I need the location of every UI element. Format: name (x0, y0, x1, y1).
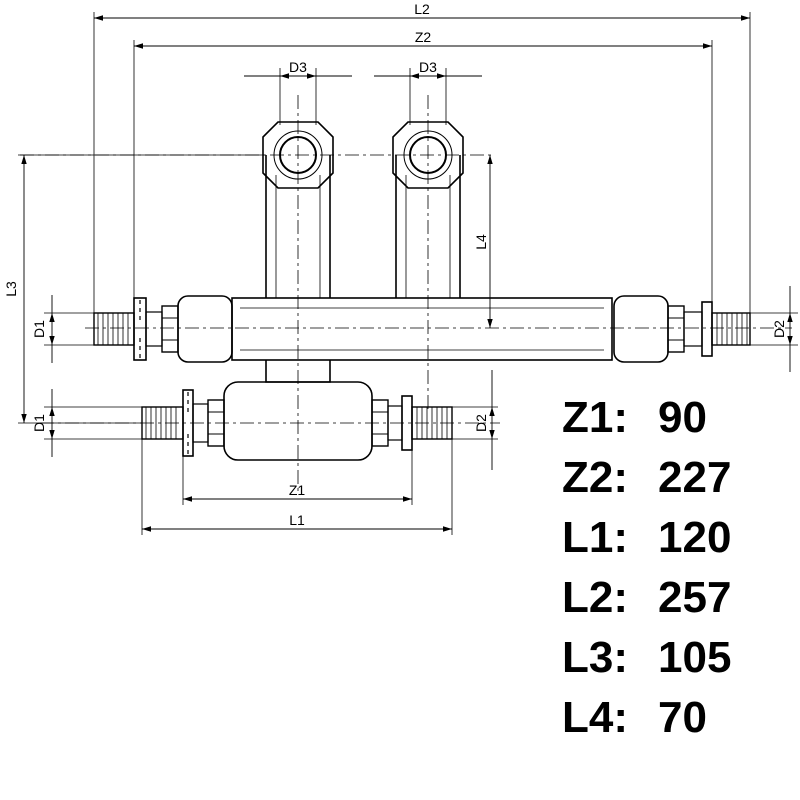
upper-main-pipe (161, 295, 685, 363)
label-l4: L4 (473, 234, 489, 250)
spec-row-l3: L3: 105 (562, 628, 731, 688)
label-d2-upper: D2 (771, 320, 787, 338)
label-d2-lower: D2 (473, 414, 489, 432)
spec-key: L4: (562, 693, 628, 742)
spec-key: L1: (562, 513, 628, 562)
spec-row-z1: Z1: 90 (562, 388, 731, 448)
label-z2: Z2 (415, 29, 432, 45)
label-z1: Z1 (289, 482, 306, 498)
dimension-lines (21, 15, 793, 532)
spec-row-l2: L2: 257 (562, 568, 731, 628)
spec-value: 227 (658, 453, 732, 502)
label-d1-lower: D1 (31, 414, 47, 432)
spec-value: 105 (658, 633, 732, 682)
spec-value: 90 (658, 393, 707, 442)
extension-lines (18, 12, 798, 535)
spec-value: 257 (658, 573, 732, 622)
label-d3-right: D3 (419, 59, 437, 75)
spec-value: 70 (658, 693, 707, 742)
lower-right-end (387, 395, 453, 451)
spec-value: 120 (658, 513, 732, 562)
spec-key: L3: (562, 633, 628, 682)
label-l3: L3 (3, 281, 19, 297)
spec-table: Z1: 90 Z2: 227 L1: 120 L2: 257 L3: 105 L… (562, 388, 731, 748)
branch-pipes (265, 155, 461, 383)
spec-key: Z1: (562, 393, 628, 442)
label-l2: L2 (414, 1, 430, 17)
spec-key: L2: (562, 573, 628, 622)
upper-right-end (683, 301, 751, 357)
upper-left-end (93, 297, 163, 361)
outlet-right (392, 121, 464, 189)
label-l1: L1 (289, 512, 305, 528)
spec-row-l4: L4: 70 (562, 688, 731, 748)
spec-row-z2: Z2: 227 (562, 448, 731, 508)
spec-row-l1: L1: 120 (562, 508, 731, 568)
dimension-labels: L2 Z2 D3 D3 L3 L4 D1 D2 D1 D2 Z1 L1 (3, 1, 787, 528)
label-d3-left: D3 (289, 59, 307, 75)
outlet-left (262, 121, 334, 189)
spec-key: Z2: (562, 453, 628, 502)
label-d1-upper: D1 (31, 320, 47, 338)
